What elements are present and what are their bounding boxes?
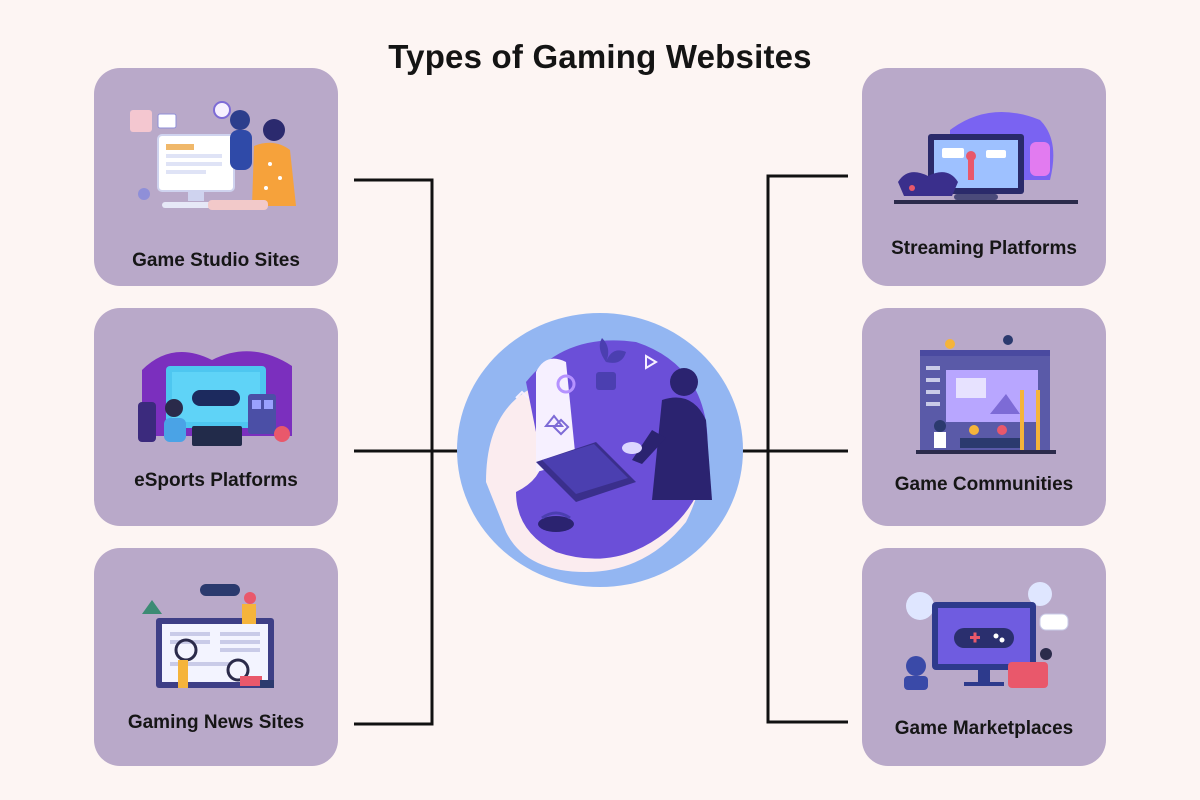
card-game-communities: Game Communities	[862, 308, 1106, 526]
card-label: Game Communities	[894, 474, 1074, 495]
card-label: Streaming Platforms	[891, 238, 1077, 259]
streaming-setup-illustration	[894, 112, 1078, 204]
news-magnifier-illustration	[142, 584, 274, 688]
card-label: eSports Platforms	[134, 470, 298, 491]
card-label: Gaming News Sites	[127, 712, 305, 733]
right-bracket	[766, 174, 848, 724]
card-streaming-platforms: Streaming Platforms	[862, 68, 1106, 286]
card-game-marketplaces: Game Marketplaces	[862, 548, 1106, 766]
card-gaming-news-sites: Gaming News Sites	[94, 548, 338, 766]
esports-gamer-illustration	[138, 351, 292, 446]
community-website-illustration	[916, 335, 1056, 454]
card-label: Game Studio Sites	[132, 250, 300, 271]
page-title: Types of Gaming Websites	[388, 38, 812, 75]
person-on-laptop-illustration	[457, 313, 743, 587]
developers-at-computer-illustration	[130, 101, 296, 210]
card-esports-platforms: eSports Platforms	[94, 308, 338, 526]
card-game-studio-sites: Game Studio Sites	[94, 68, 338, 286]
game-marketplace-illustration	[904, 582, 1069, 690]
card-label: Game Marketplaces	[894, 718, 1074, 739]
